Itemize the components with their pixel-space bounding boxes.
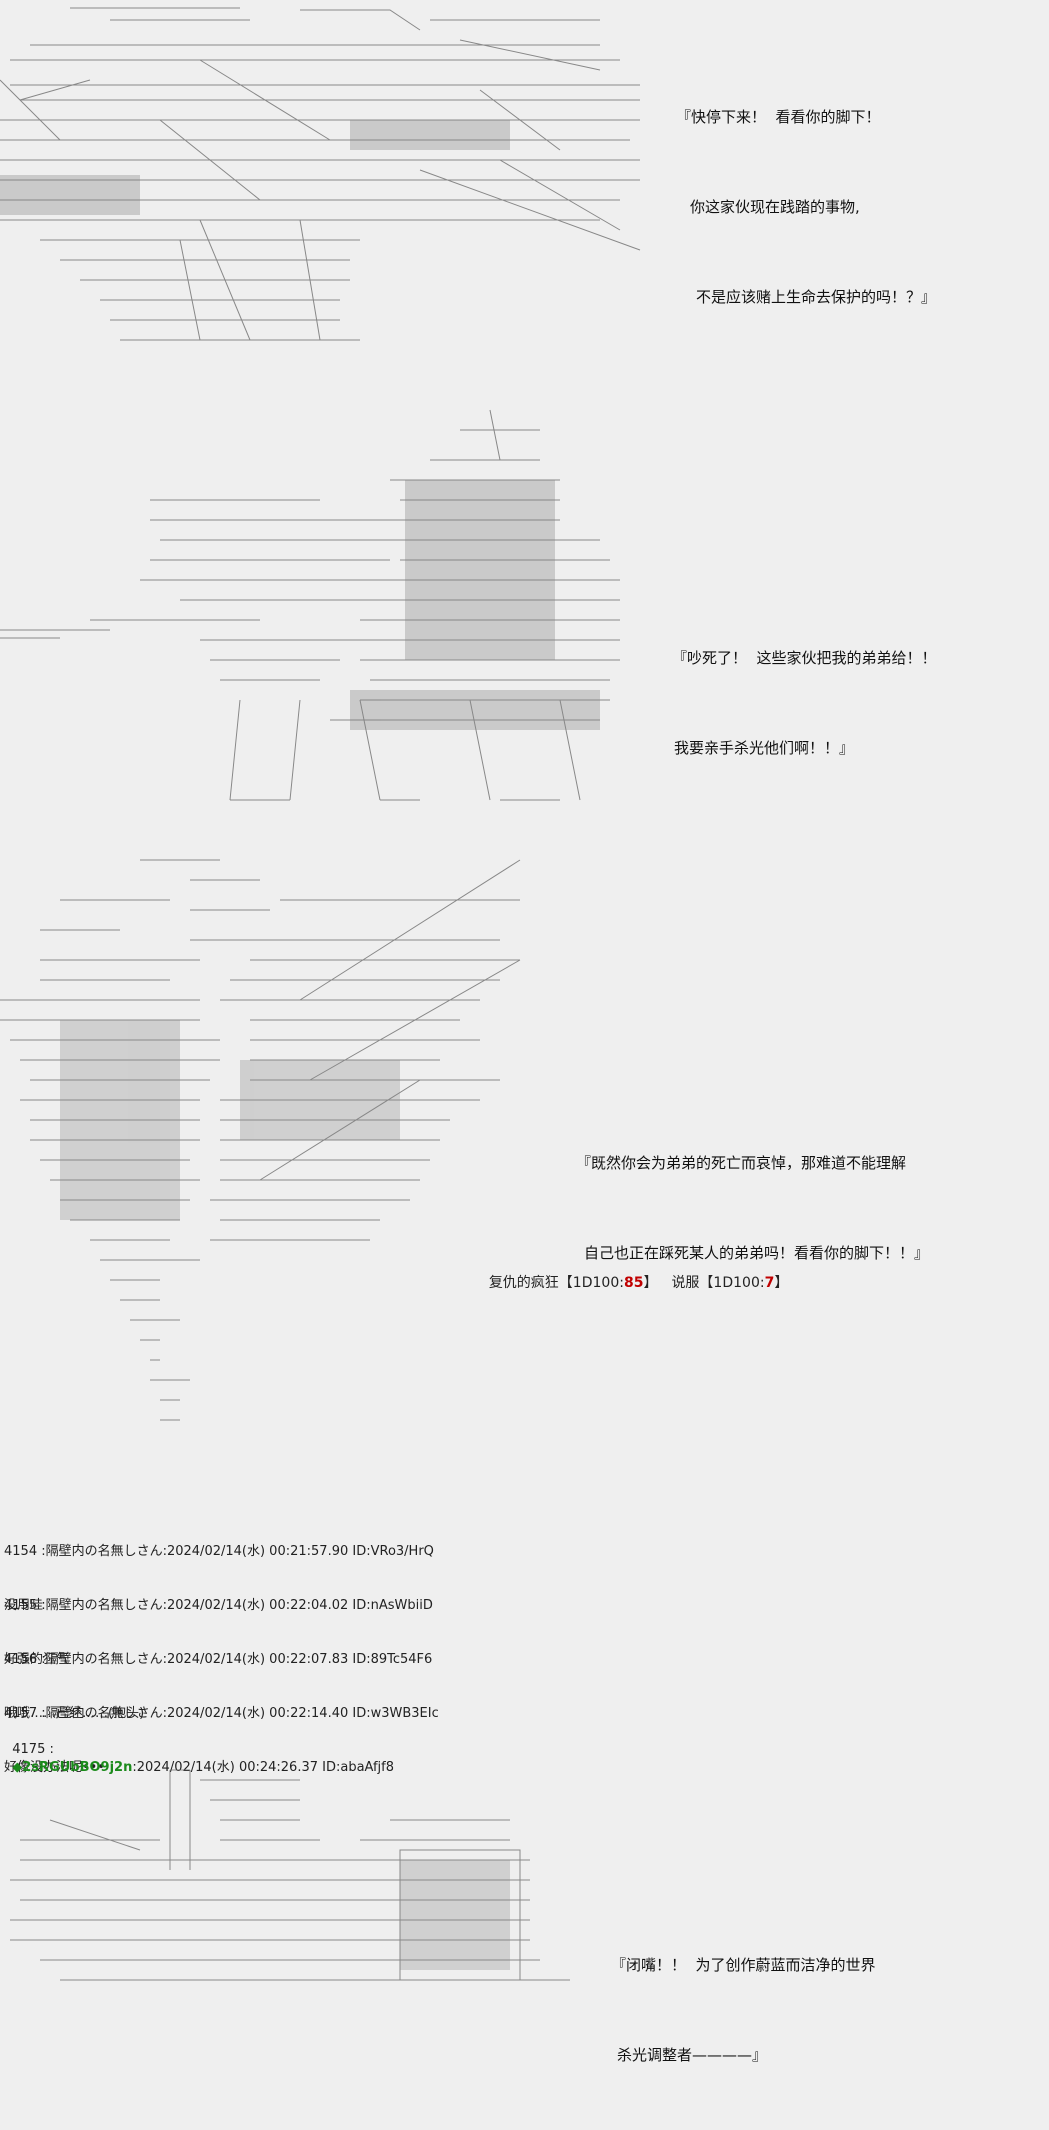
post-4156: 4156 :隔壁内の名無しさん:2024/02/14(水) 00:22:07.8…	[4, 1615, 432, 1741]
dialog-line: 自己也正在踩死某人的弟弟吗！看看你的脚下！！』	[584, 1244, 930, 1262]
post-body: 好像没办法呢•••	[4, 1760, 106, 1775]
post-4154: 4154 :隔壁内の名無しさん:2024/02/14(水) 00:21:57.9…	[4, 1507, 434, 1633]
dialog-line: 不是应该赌上生命去保护的吗！？』	[696, 288, 937, 306]
post-meta: 4154 :隔壁内の名無しさん:2024/02/14(水) 00:21:57.9…	[4, 1544, 434, 1559]
dialog-line: 『闭嘴！！ 为了创作蔚蓝而洁净的世界	[611, 1956, 876, 1974]
dialog-panel-3: 『既然你会为弟弟的死亡而哀悼，那难道不能理解 自己也正在踩死某人的弟弟吗！看看你…	[576, 1088, 929, 1328]
roll-close: 】	[643, 1275, 658, 1291]
dialog-line: 『吵死了！ 这些家伙把我的弟弟给！！	[672, 649, 937, 667]
post-meta: :2024/02/14(水) 00:24:26.37 ID:abaAfjf8	[132, 1760, 395, 1775]
roll-label-persuade: 说服【1D100:	[671, 1275, 765, 1291]
dice-roll-line: 复仇的疯狂【1D100:85】 说服【1D100:7】	[471, 1256, 789, 1308]
post-4155: 4155 :隔壁内の名無しさん:2024/02/14(水) 00:22:04.0…	[4, 1561, 433, 1687]
ascii-art-pilot	[0, 400, 640, 820]
post-meta: 4156 :隔壁内の名無しさん:2024/02/14(水) 00:22:07.8…	[4, 1652, 433, 1667]
ascii-art-mech-2	[0, 840, 540, 1480]
ascii-art-mech-3	[0, 1760, 580, 2000]
post-meta: 4157 :隔壁内の名無しさん:2024/02/14(水) 00:22:14.4…	[4, 1706, 439, 1721]
post-body: 哦哦……已经……(抱头)	[4, 1706, 145, 1721]
post-author-trip: ◆2sRGUbBO9j2n	[12, 1760, 133, 1775]
post-4175-header: 4175 : ◆2sRGUbBO9j2n:2024/02/14(水) 00:24…	[4, 1723, 394, 1777]
dialog-panel-4: 『闭嘴！！ 为了创作蔚蓝而洁净的世界 杀光调整者————』	[611, 1890, 876, 2130]
dialog-line: 我要亲手杀光他们啊！！』	[674, 739, 855, 757]
panel-3: 『既然你会为弟弟的死亡而哀悼，那难道不能理解 自己也正在踩死某人的弟弟吗！看看你…	[0, 840, 1049, 1480]
roll-value-madness: 85	[623, 1275, 644, 1291]
post-body: 好强的狂气	[4, 1652, 70, 1667]
roll-value-persuade: 7	[764, 1275, 775, 1291]
post-4157: 4157 :隔壁内の名無しさん:2024/02/14(水) 00:22:14.4…	[4, 1669, 439, 1795]
panel-1: 『快停下来！ 看看你的脚下！ 你这家伙现在践踏的事物, 不是应该赌上生命去保护的…	[0, 0, 1049, 370]
dialog-panel-2: 『吵死了！ 这些家伙把我的弟弟给！！ 我要亲手杀光他们啊！！』	[672, 583, 937, 823]
panel-2: 『吵死了！ 这些家伙把我的弟弟给！！ 我要亲手杀光他们啊！！』	[0, 400, 1049, 820]
post-meta: 4155 :隔壁内の名無しさん:2024/02/14(水) 00:22:04.0…	[4, 1598, 433, 1613]
dialog-line: 『既然你会为弟弟的死亡而哀悼，那难道不能理解	[576, 1154, 907, 1172]
dialog-line: 你这家伙现在践踏的事物,	[690, 198, 860, 216]
panel-4: 『闭嘴！！ 为了创作蔚蓝而洁净的世界 杀光调整者————』	[0, 1760, 1049, 2064]
ascii-art-mech-1	[0, 0, 650, 365]
roll-close: 】	[774, 1275, 789, 1291]
dialog-panel-1: 『快停下来！ 看看你的脚下！ 你这家伙现在践踏的事物, 不是应该赌上生命去保护的…	[676, 42, 936, 372]
dialog-line: 『快停下来！ 看看你的脚下！	[676, 108, 881, 126]
roll-label-madness: 复仇的疯狂【1D100:	[488, 1275, 624, 1291]
post-body: 没用哇	[4, 1598, 44, 1613]
post-number: 4175 :	[12, 1742, 54, 1757]
dialog-line: 杀光调整者————』	[617, 2046, 768, 2064]
